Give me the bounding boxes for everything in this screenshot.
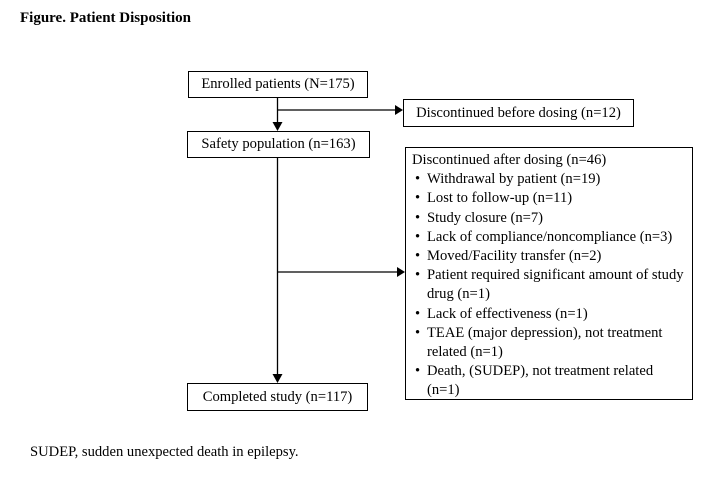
discontinued-before-dosing-box: Discontinued before dosing (n=12) xyxy=(403,99,634,127)
discontinuation-reason-item: Lost to follow-up (n=11) xyxy=(412,189,686,208)
discontinuation-reason-item: Death, (SUDEP), not treatment related (n… xyxy=(412,362,686,400)
discontinued-after-dosing-box: Discontinued after dosing (n=46) Withdra… xyxy=(405,147,693,400)
discontinuation-reason-list: Withdrawal by patient (n=19)Lost to foll… xyxy=(412,170,686,400)
figure-footnote: SUDEP, sudden unexpected death in epilep… xyxy=(30,444,299,460)
discontinued-after-dosing-header: Discontinued after dosing (n=46) xyxy=(412,152,607,168)
discontinuation-reason-item: TEAE (major depression), not treatment r… xyxy=(412,324,686,362)
discontinuation-reason-item: Patient required significant amount of s… xyxy=(412,266,686,304)
arrowhead-enrolled-to-safety xyxy=(272,122,283,131)
completed-study-box: Completed study (n=117) xyxy=(187,383,368,411)
discontinuation-reason-item: Moved/Facility transfer (n=2) xyxy=(412,247,686,266)
discontinuation-reason-item: Withdrawal by patient (n=19) xyxy=(412,170,686,189)
figure-title: Figure. Patient Disposition xyxy=(20,10,191,26)
safety-population-box: Safety population (n=163) xyxy=(187,131,370,158)
discontinuation-reason-item: Lack of effectiveness (n=1) xyxy=(412,305,686,324)
arrowhead-safety-to-completed xyxy=(272,374,283,383)
arrowhead-discontinued-before xyxy=(395,105,403,115)
enrolled-patients-box: Enrolled patients (N=175) xyxy=(188,71,368,98)
discontinuation-reason-item: Study closure (n=7) xyxy=(412,209,686,228)
discontinuation-reason-item: Lack of compliance/noncompliance (n=3) xyxy=(412,228,686,247)
arrowhead-discontinued-after xyxy=(397,267,405,277)
